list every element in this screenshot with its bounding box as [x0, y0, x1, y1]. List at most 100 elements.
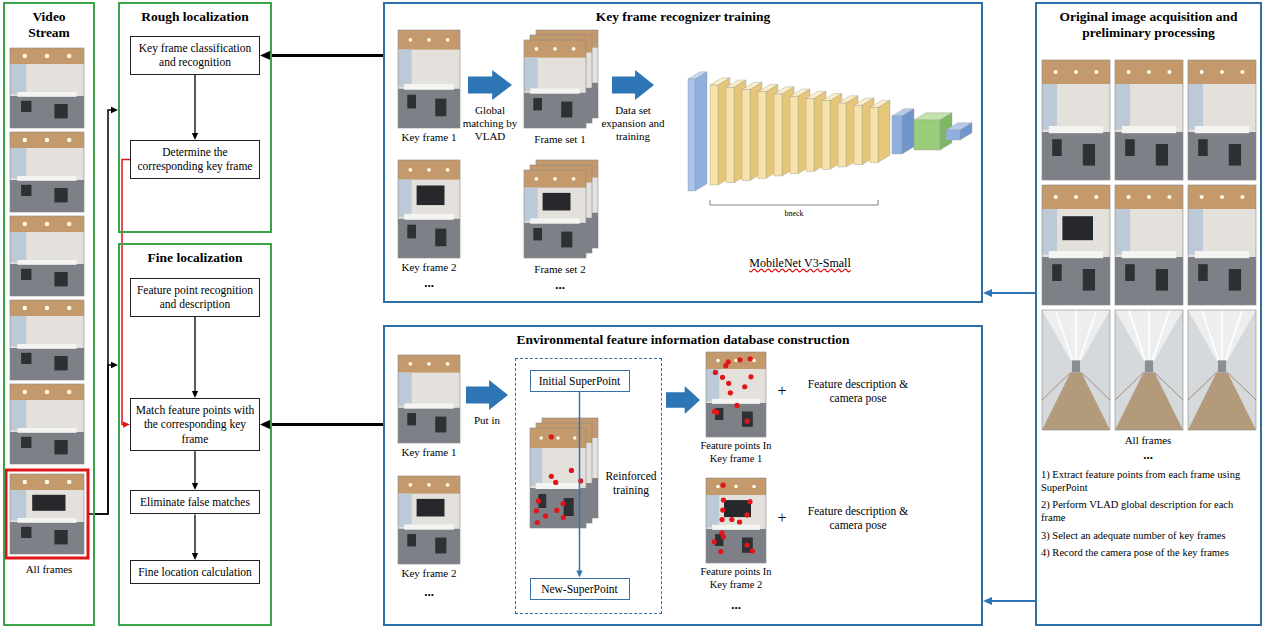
drawing-part — [533, 98, 542, 110]
feature-point — [723, 363, 728, 368]
photo — [398, 160, 460, 258]
drawing-part — [1227, 372, 1256, 400]
figure-label: Feature points In Key frame 1 — [694, 440, 778, 465]
drawing-part — [533, 228, 542, 240]
drawing-part — [1042, 60, 1110, 180]
connector-line — [989, 600, 1035, 602]
drawing-part — [10, 48, 84, 128]
drawing-part — [1188, 310, 1256, 430]
arrow-head — [983, 597, 992, 605]
drawing-part — [1167, 195, 1171, 199]
drawing-part — [1079, 310, 1096, 360]
drawing-part — [716, 359, 720, 363]
label-holder: Key frame 2 — [389, 261, 469, 274]
box-label: Match feature points with the correspond… — [135, 403, 255, 446]
feature-point — [560, 501, 565, 506]
drawing-part — [10, 384, 84, 400]
drawing-part — [23, 390, 27, 394]
drawing-part — [1075, 310, 1077, 360]
drawing-part — [67, 54, 71, 58]
drawing-part — [1042, 310, 1110, 430]
feature-point — [554, 508, 559, 513]
label-holder: Key frame 1 — [389, 131, 469, 144]
process-box: Match feature points with the correspond… — [130, 398, 260, 451]
connector — [983, 597, 1035, 605]
connector — [95, 107, 118, 514]
feature-point — [712, 539, 717, 544]
drawing-part — [695, 72, 707, 191]
label-holder: ... — [1128, 447, 1168, 463]
drawing-part — [10, 316, 26, 346]
drawing-part — [1129, 310, 1146, 360]
drawing-part — [17, 176, 76, 181]
drawing-part — [1188, 132, 1256, 180]
feature-point — [553, 480, 558, 485]
drawing-part — [1220, 70, 1224, 74]
drawing-part — [398, 160, 460, 258]
connector-line — [268, 54, 383, 57]
box-label: Eliminate false matches — [135, 495, 255, 509]
drawing-part — [573, 436, 576, 439]
photo — [524, 40, 586, 128]
drawing-part — [960, 123, 972, 140]
step-item: 3) Select an adequate number of key fram… — [1041, 529, 1257, 542]
drawing-part — [435, 229, 446, 247]
drawing-part — [524, 40, 586, 128]
drawing-part — [1083, 269, 1095, 291]
figure-label: Put in — [462, 414, 512, 427]
drawing-part — [734, 359, 738, 363]
feature-point — [543, 513, 548, 518]
drawing-part — [1049, 251, 1103, 258]
process-box: New-SuperPoint — [530, 578, 630, 600]
drawing-part — [706, 352, 766, 369]
connector-line — [194, 317, 195, 393]
drawing-part — [21, 527, 31, 538]
drawing-part — [1147, 195, 1151, 199]
drawing-part — [23, 480, 27, 484]
drawing-part — [1188, 372, 1256, 430]
drawing-part — [23, 222, 27, 226]
network-layer — [946, 123, 972, 140]
label-holder: Data set expansion and training — [597, 104, 669, 144]
drawing-part — [398, 494, 412, 527]
drawing-part — [398, 160, 460, 180]
drawing-part — [10, 522, 84, 554]
arrow-head — [192, 483, 198, 490]
drawing-part — [870, 108, 878, 163]
figure-label: Data set expansion and training — [597, 104, 669, 144]
drawing-part — [1240, 70, 1244, 74]
connector — [192, 317, 198, 398]
drawing-part — [23, 306, 27, 310]
drawing-part — [1115, 185, 1183, 305]
drawing-part — [1156, 144, 1168, 166]
figure-label: ... — [540, 277, 580, 293]
drawing-part — [914, 120, 940, 150]
arrow-head — [260, 50, 271, 60]
photo — [10, 132, 84, 212]
figure-label: + — [774, 508, 790, 527]
drawing-part — [435, 417, 446, 433]
drawing-part — [1115, 60, 1183, 84]
drawing-part — [706, 495, 719, 527]
drawing-part — [17, 428, 76, 433]
connector-line — [194, 75, 195, 135]
drawing-part — [1188, 185, 1256, 209]
drawing-part — [1122, 126, 1176, 133]
drawing-part — [398, 373, 412, 406]
drawing-part — [404, 84, 454, 90]
arrow-head — [192, 133, 198, 140]
figure-label: MobileNet V3-Small — [725, 256, 875, 270]
connector — [576, 392, 582, 578]
drawing-part — [10, 132, 84, 212]
drawing-part — [1167, 70, 1171, 74]
label-holder: ... — [409, 584, 449, 600]
drawing-part — [417, 185, 445, 205]
drawing-part — [398, 30, 460, 128]
drawing-part — [790, 96, 798, 174]
drawing-part — [446, 362, 450, 366]
drawing-part — [398, 50, 412, 87]
feature-point — [744, 542, 749, 547]
drawing-part — [21, 353, 31, 364]
figure-label: Key frame 2 — [389, 567, 469, 580]
step-item: 1) Extract feature points from each fram… — [1041, 468, 1257, 494]
